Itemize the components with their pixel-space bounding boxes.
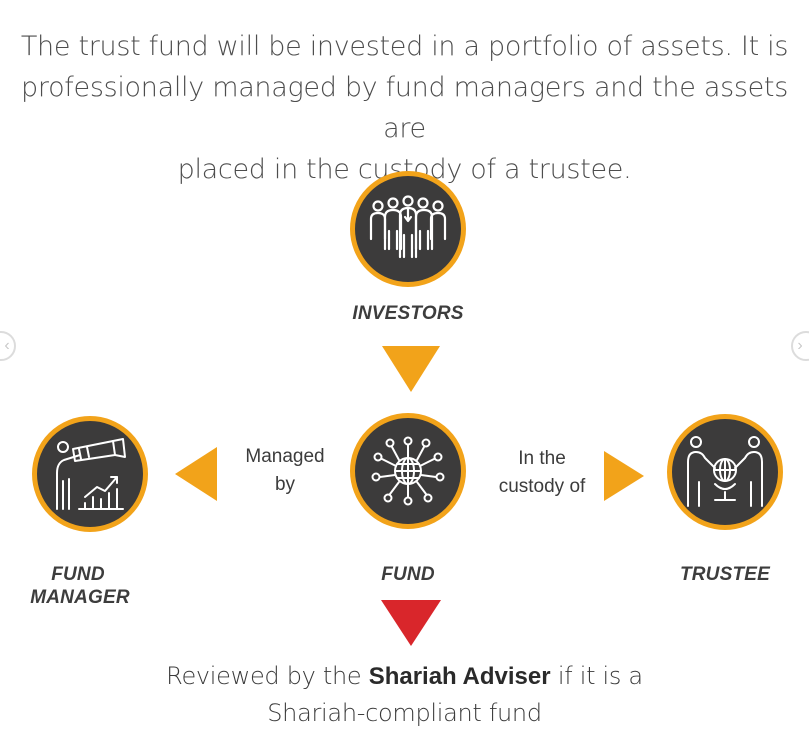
chevron-right-icon: › bbox=[797, 337, 803, 354]
custody-of-text: In the custody of bbox=[482, 447, 602, 499]
fund-node bbox=[350, 413, 466, 529]
managed-by-text: Managed by bbox=[229, 445, 341, 497]
review-suffix: if it is a bbox=[550, 662, 643, 690]
intro-line-1: The trust fund will be invested in a por… bbox=[20, 31, 789, 62]
arrow-down-investors-to-fund bbox=[382, 346, 440, 392]
fund-label: FUND bbox=[381, 564, 435, 585]
intro-text: The trust fund will be invested in a por… bbox=[0, 26, 809, 190]
review-line-1: Reviewed by the Shariah Adviser if it is… bbox=[166, 662, 643, 690]
intro-line-2: professionally managed by fund managers … bbox=[21, 72, 788, 144]
review-text: Reviewed by the Shariah Adviser if it is… bbox=[0, 658, 809, 731]
custody-of-line-1: In the bbox=[518, 448, 566, 469]
fund-manager-label-line-2: MANAGER bbox=[30, 587, 130, 608]
fund-manager-node bbox=[32, 416, 148, 532]
carousel-prev-button[interactable]: ‹ bbox=[0, 331, 16, 361]
fund-manager-label-line-1: FUND bbox=[51, 564, 105, 585]
custody-of-line-2: custody of bbox=[498, 476, 586, 497]
shariah-adviser-emphasis: Shariah Adviser bbox=[368, 663, 551, 690]
managed-by-line-1: Managed bbox=[245, 446, 325, 467]
investors-node bbox=[350, 171, 466, 287]
arrow-down-fund-to-review bbox=[381, 600, 441, 646]
carousel-next-button[interactable]: › bbox=[791, 331, 809, 361]
review-line-2: Shariah-compliant fund bbox=[267, 699, 542, 727]
manager-telescope-chart-icon bbox=[56, 438, 126, 510]
review-prefix: Reviewed by the bbox=[166, 662, 369, 690]
handshake-globe-icon bbox=[687, 436, 763, 507]
managed-by-line-2: by bbox=[274, 474, 296, 495]
fund-manager-label: FUND MANAGER bbox=[20, 563, 140, 609]
trustee-node bbox=[667, 414, 783, 530]
arrow-right-fund-to-trustee bbox=[604, 451, 644, 501]
investors-label: INVESTORS bbox=[352, 303, 464, 324]
arrow-left-fund-to-manager bbox=[175, 447, 217, 501]
globe-network-icon bbox=[371, 436, 445, 506]
people-group-icon bbox=[369, 195, 447, 259]
trustee-label: TRUSTEE bbox=[679, 564, 771, 585]
chevron-left-icon: ‹ bbox=[4, 337, 10, 354]
